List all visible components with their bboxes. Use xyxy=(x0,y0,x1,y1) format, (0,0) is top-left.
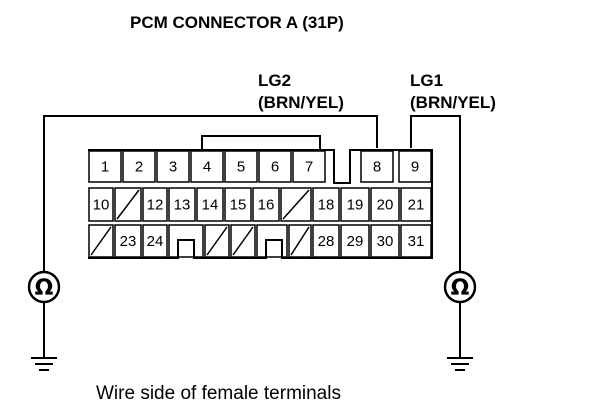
unused-terminal-slash xyxy=(116,189,140,220)
terminal-cell xyxy=(204,224,230,258)
terminal-number: 4 xyxy=(203,159,211,176)
probe-right-color: (BRN/YEL) xyxy=(410,93,496,112)
terminal-cell xyxy=(252,187,280,222)
terminal-number: 7 xyxy=(305,159,313,176)
probe-left-name: LG2 xyxy=(258,71,291,90)
terminal-cell xyxy=(312,224,340,258)
terminal-cell xyxy=(196,187,224,222)
terminal-number: 31 xyxy=(408,233,425,250)
diagram-caption: Wire side of female terminals xyxy=(96,383,341,404)
diagram-title: PCM CONNECTOR A (31P) xyxy=(130,13,344,32)
terminal-number: 19 xyxy=(347,197,364,214)
ohmmeter-icon: Ω xyxy=(443,270,477,304)
terminal-number: 6 xyxy=(271,159,279,176)
unused-terminal-slash xyxy=(90,226,112,256)
terminal-cell xyxy=(224,187,252,222)
terminal-number: 3 xyxy=(169,159,177,176)
terminal-cell xyxy=(88,150,122,183)
terminal-number: 12 xyxy=(147,197,164,214)
ohmmeter-icon: Ω xyxy=(27,270,61,304)
left-ohm-symbol: Ω xyxy=(35,276,54,301)
terminal-cell xyxy=(340,187,370,222)
terminal-cell xyxy=(230,224,256,258)
ground-icon xyxy=(31,357,57,371)
terminal-number: 16 xyxy=(258,197,275,214)
terminal-number: 9 xyxy=(411,159,419,176)
terminal-cell xyxy=(370,224,400,258)
connector-top-key xyxy=(201,135,321,150)
terminal-cell xyxy=(122,150,156,183)
terminal-number: 20 xyxy=(377,197,394,214)
probe-right-name: LG1 xyxy=(410,71,443,90)
right-probe-wire xyxy=(410,115,461,272)
terminal-cell xyxy=(398,150,432,183)
terminal-number: 15 xyxy=(230,197,247,214)
terminal-cell xyxy=(340,224,370,258)
terminal-number: 5 xyxy=(237,159,245,176)
terminal-cell xyxy=(88,224,114,258)
connector-body xyxy=(88,149,433,259)
terminal-cell xyxy=(114,187,142,222)
terminal-cell xyxy=(370,187,400,222)
terminal-cell xyxy=(190,150,224,183)
terminal-cell xyxy=(156,150,190,183)
terminal-number: 8 xyxy=(373,159,381,176)
unused-terminal-slash xyxy=(206,226,228,256)
unused-terminal-slash xyxy=(290,226,310,256)
terminal-number: 1 xyxy=(101,159,109,176)
terminal-cell xyxy=(280,187,312,222)
terminal-cell xyxy=(360,150,394,183)
terminal-cell xyxy=(142,224,168,258)
terminal-number: 23 xyxy=(120,233,137,250)
terminal-cell xyxy=(168,187,196,222)
terminal-number: 18 xyxy=(318,197,335,214)
terminal-number: 2 xyxy=(135,159,143,176)
terminal-cell xyxy=(292,150,326,183)
right-ohm-symbol: Ω xyxy=(451,276,470,301)
terminal-cell xyxy=(288,224,312,258)
terminal-number: 24 xyxy=(147,233,164,250)
unused-terminal-slash xyxy=(282,189,310,220)
terminal-number: 21 xyxy=(408,197,425,214)
terminal-number: 13 xyxy=(174,197,191,214)
terminal-cell xyxy=(400,187,432,222)
left-probe-wire xyxy=(43,115,378,272)
terminal-cell xyxy=(114,224,142,258)
terminal-cell xyxy=(88,187,114,222)
terminal-number: 28 xyxy=(318,233,335,250)
terminal-cell xyxy=(400,224,432,258)
terminal-number: 14 xyxy=(202,197,219,214)
terminal-number: 10 xyxy=(93,197,110,214)
terminal-cell xyxy=(224,150,258,183)
terminal-cell xyxy=(256,224,288,258)
terminal-cell xyxy=(258,150,292,183)
probe-left-color: (BRN/YEL) xyxy=(258,93,344,112)
terminal-number: 29 xyxy=(347,233,364,250)
terminal-cell xyxy=(142,187,168,222)
terminal-cell xyxy=(168,224,204,258)
terminal-cell xyxy=(312,187,340,222)
terminal-number: 30 xyxy=(377,233,394,250)
unused-terminal-slash xyxy=(232,226,254,256)
ground-icon xyxy=(447,357,473,371)
